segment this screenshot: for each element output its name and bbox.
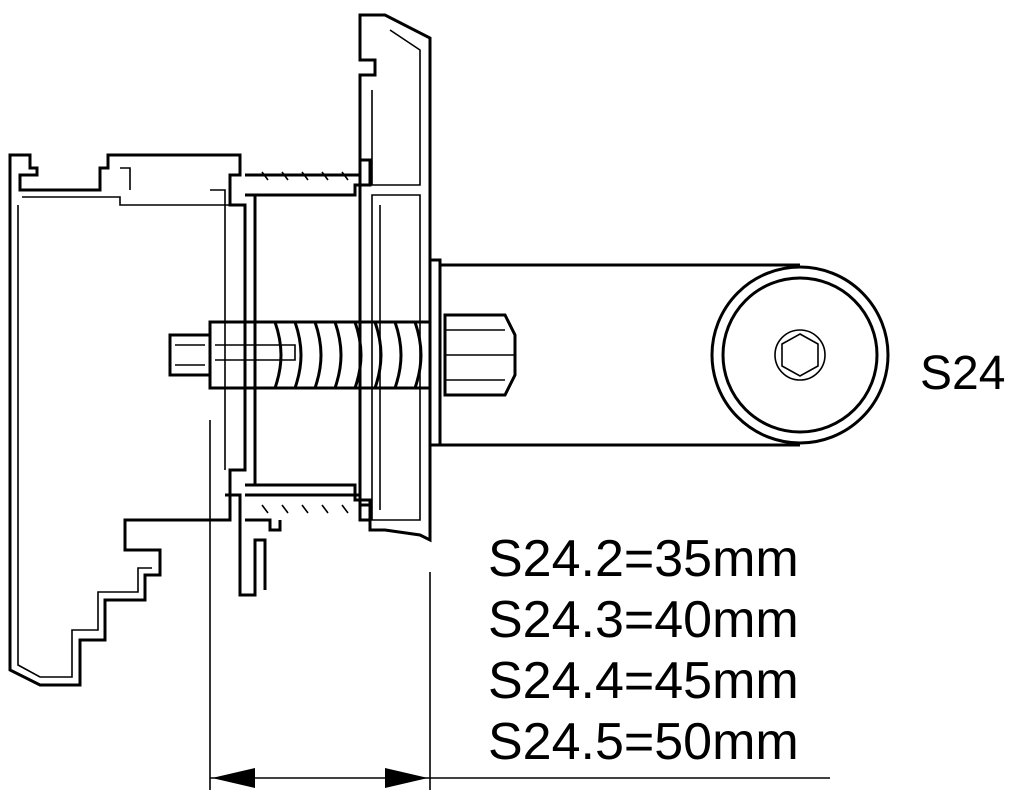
arrow-right-icon <box>385 768 428 788</box>
bolt <box>168 313 517 397</box>
size-line: S24.5=50mm <box>488 713 799 771</box>
dimension-line <box>209 420 830 790</box>
arrow-left-icon <box>212 768 255 788</box>
size-line: S24.4=45mm <box>488 652 799 710</box>
model-label: S24 <box>920 347 1005 400</box>
arm <box>440 263 890 447</box>
mullion-profile <box>358 13 442 543</box>
size-line: S24.2=35mm <box>488 530 799 588</box>
size-line: S24.3=40mm <box>488 591 799 649</box>
frame-profile <box>8 153 247 687</box>
